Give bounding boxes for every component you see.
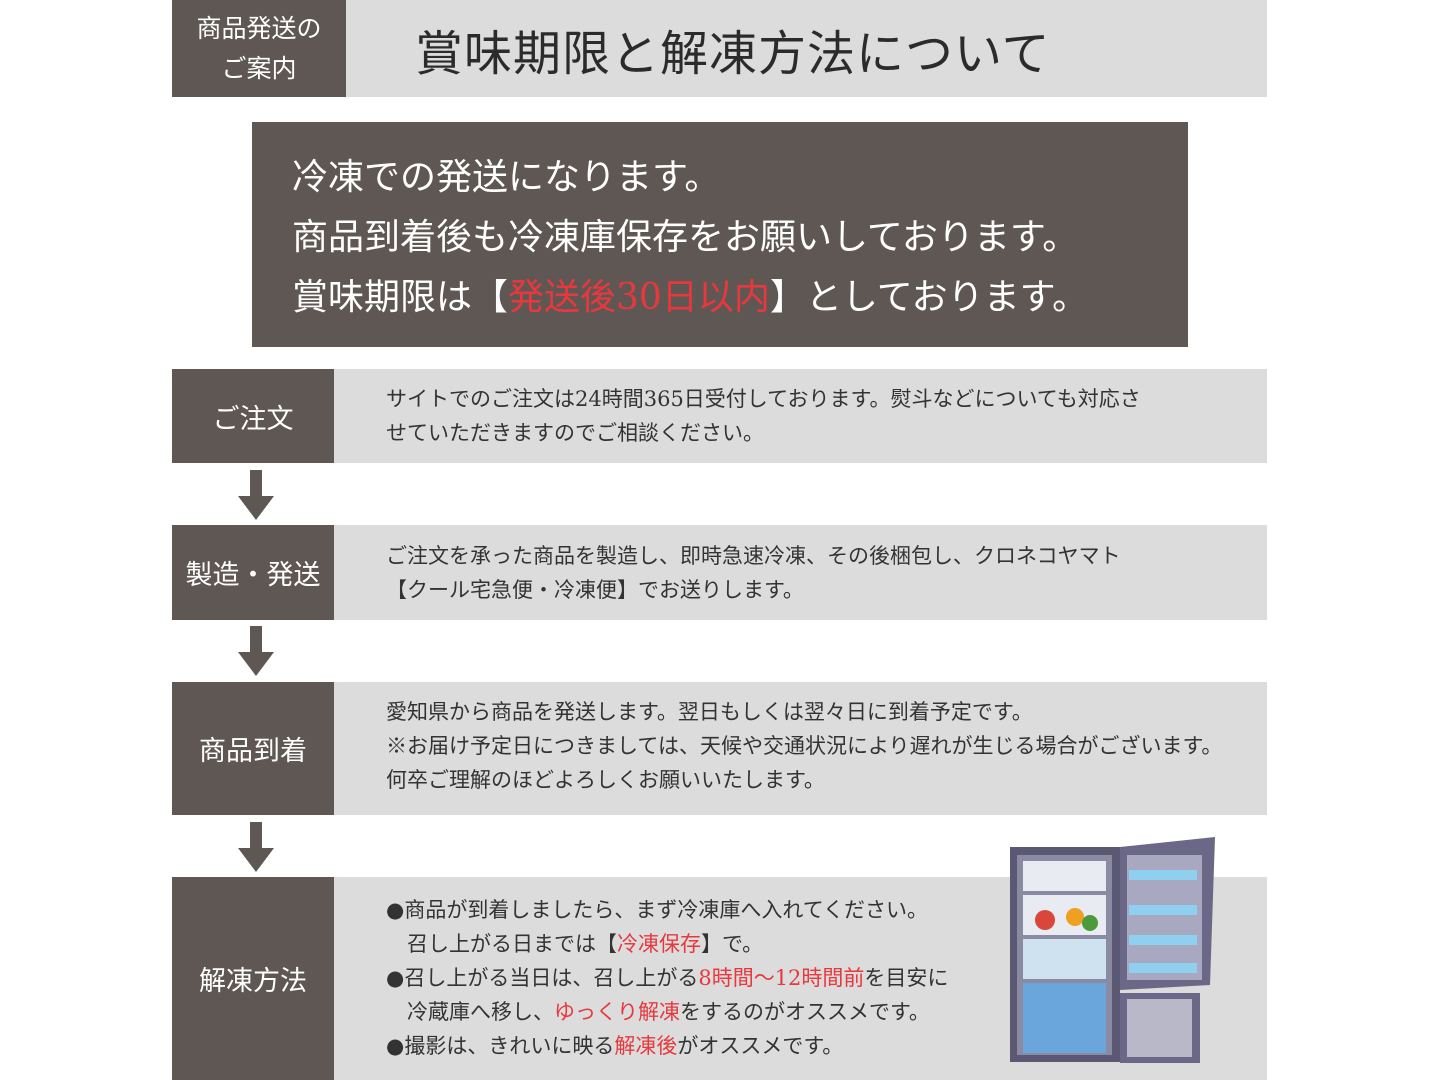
text: ●撮影は、きれいに映る [386, 1034, 615, 1058]
step-body [334, 369, 1267, 463]
text: 賞味期限は【 [292, 277, 509, 318]
step-text: 愛知県から商品を発送します。翌日もしくは翌々日に到着予定です。 ※お届け予定日に… [386, 695, 1222, 797]
text-line: 冷蔵庫へ移し、ゆっくり解凍をするのがオススメです。 [386, 995, 948, 1029]
notice-line: 賞味期限は【発送後30日以内】としております。 [292, 268, 1088, 320]
step-label-arrival: 商品到着 [172, 682, 334, 815]
highlight-text: 8時間～12時間前 [698, 966, 865, 990]
highlight-text: ゆっくり解凍 [554, 1000, 680, 1024]
text-line: ●商品が到着しましたら、まず冷凍庫へ入れてください。 [386, 893, 948, 927]
text: ●商品が到着しましたら、まず冷凍庫へ入れてください。 [386, 898, 929, 922]
highlight-text: 解凍後 [614, 1034, 678, 1058]
step-label-thawing: 解凍方法 [172, 877, 334, 1080]
text: 】で。 [701, 932, 764, 956]
text: がオススメです。 [677, 1034, 844, 1058]
text-line: ●撮影は、きれいに映る解凍後がオススメです。 [386, 1029, 948, 1063]
step-text: ご注文を承った商品を製造し、即時急速冷凍、その後梱包し、クロネコヤマト 【クール… [386, 539, 1121, 607]
text-line: せていただきますのでご相談ください。 [386, 421, 764, 445]
text-line: 召し上がる日までは【冷凍保存】で。 [386, 927, 948, 961]
text-line: ※お届け予定日につきましては、天候や交通状況により遅れが生じる場合がございます。 [386, 734, 1223, 758]
highlight-text: 冷凍保存 [617, 932, 701, 956]
text-line: 愛知県から商品を発送します。翌日もしくは翌々日に到着予定です。 [386, 700, 1033, 724]
notice-line: 冷凍での発送になります。 [292, 157, 721, 198]
highlight-text: 発送後30日以内 [508, 277, 770, 318]
text: を目安に [864, 966, 949, 990]
step-label-order: ご注文 [172, 369, 334, 463]
text: をするのがオススメです。 [680, 1000, 930, 1024]
refrigerator-illustration [1010, 837, 1215, 1063]
step-text: サイトでのご注文は24時間365日受付しております。熨斗などについても対応さ せ… [386, 382, 1141, 450]
text: 冷蔵庫へ移し、 [386, 1000, 554, 1024]
step-label-shipping: 製造・発送 [172, 525, 334, 620]
text-line: サイトでのご注文は24時間365日受付しております。熨斗などについても対応さ [386, 387, 1141, 411]
text-line: 何卒ご理解のほどよろしくお願いいたします。 [386, 768, 825, 792]
section-label: 商品発送のご案内 [172, 0, 346, 97]
text: 】としております。 [769, 277, 1089, 318]
notice-line: 商品到着後も冷凍庫保存をお願いしております。 [292, 217, 1079, 258]
arrow-down-icon [238, 470, 274, 520]
arrow-down-icon [238, 626, 274, 676]
text-line: 【クール宅急便・冷凍便】でお送りします。 [386, 578, 804, 602]
text: ●召し上がる当日は、召し上がる [386, 966, 699, 990]
arrow-down-icon [238, 822, 274, 872]
step-body [334, 682, 1267, 815]
step-body [334, 525, 1267, 620]
label-line: ご案内 [221, 53, 297, 83]
text: 召し上がる日までは【 [386, 932, 617, 956]
label-line: 商品発送の [196, 13, 322, 43]
text-line: ご注文を承った商品を製造し、即時急速冷凍、その後梱包し、クロネコヤマト [386, 544, 1121, 568]
text-line: ●召し上がる当日は、召し上がる8時間～12時間前を目安に [386, 961, 948, 995]
notice-box: 冷凍での発送になります。 商品到着後も冷凍庫保存をお願いしております。 賞味期限… [252, 122, 1188, 347]
page-title: 賞味期限と解凍方法について [415, 26, 1051, 82]
step-text: ●商品が到着しましたら、まず冷凍庫へ入れてください。 召し上がる日までは【冷凍保… [386, 893, 948, 1063]
title-bar [346, 0, 1267, 97]
